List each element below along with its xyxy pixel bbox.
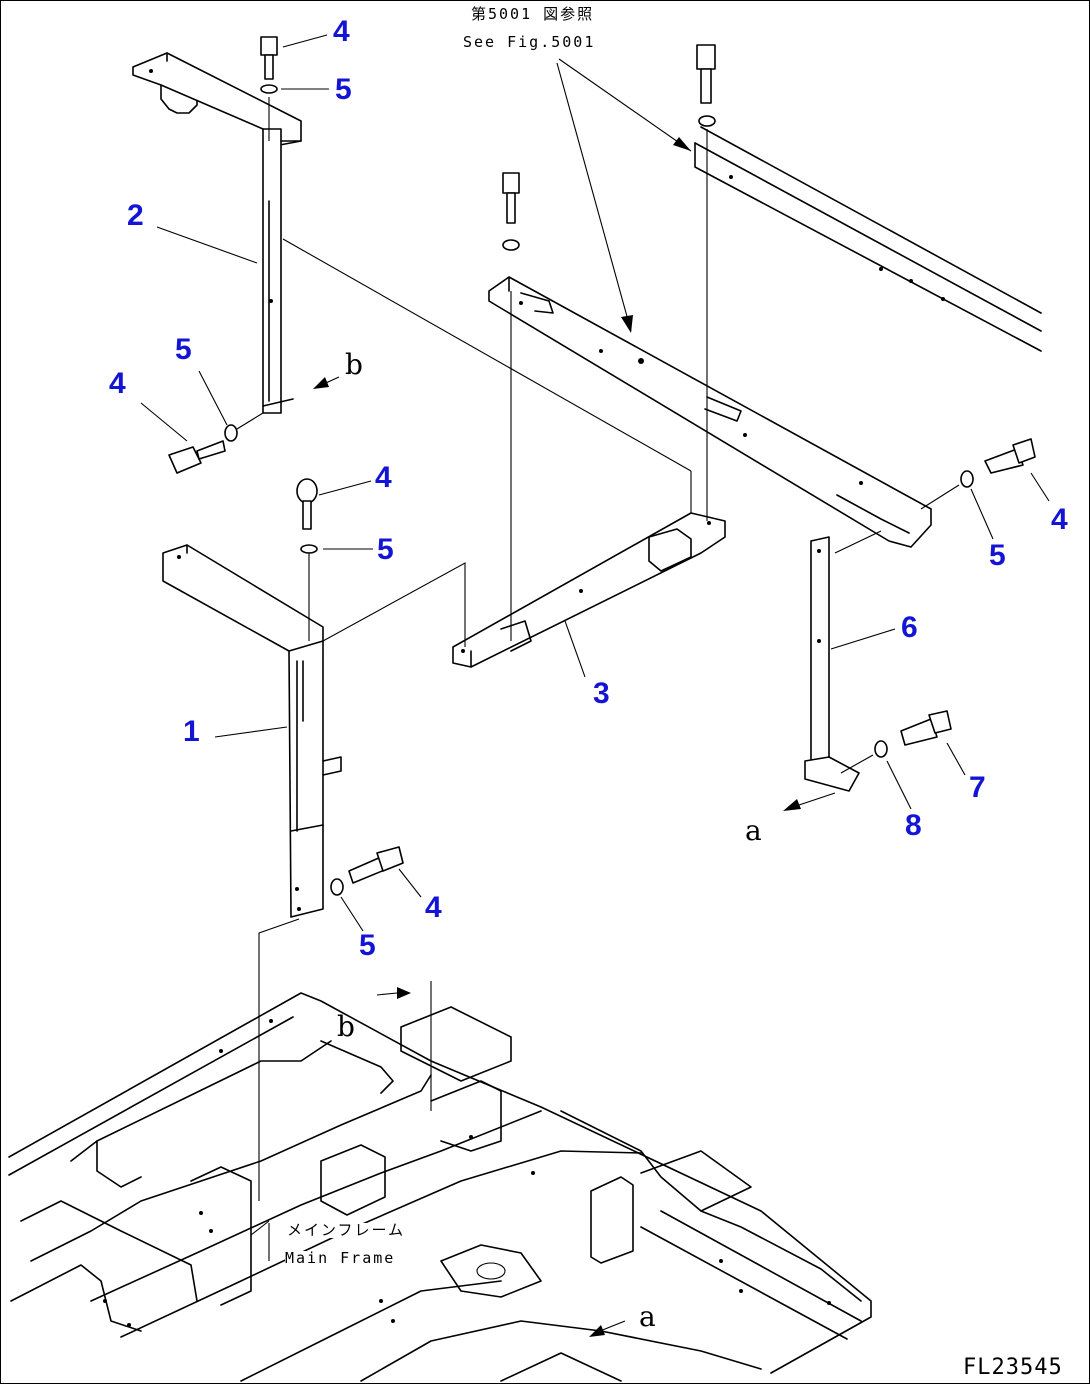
top-right-rail xyxy=(694,126,1042,352)
main-frame-label-en: Main Frame xyxy=(285,1249,396,1267)
figure-id: FL23545 xyxy=(963,1355,1063,1380)
alignment-lines xyxy=(258,238,882,1201)
label-a-upper: a xyxy=(745,814,762,847)
reference-note-en: See Fig.5001 xyxy=(463,33,596,51)
callout-1: 1 xyxy=(183,715,200,748)
leader-lines xyxy=(140,34,1050,932)
callout-7: 7 xyxy=(969,771,986,804)
callout-4-top-left: 4 xyxy=(333,15,350,48)
main-frame-label-jp: メインフレーム xyxy=(287,1221,406,1239)
callout-4-right: 4 xyxy=(1051,503,1068,536)
callout-4-post-side: 4 xyxy=(425,891,442,924)
callout-4-post-top: 4 xyxy=(375,461,392,494)
callout-4-mid-left: 4 xyxy=(109,367,126,400)
callout-2: 2 xyxy=(127,199,144,232)
label-b-lower: b xyxy=(337,1010,355,1043)
callout-6: 6 xyxy=(901,611,918,644)
upper-rail xyxy=(488,276,932,548)
callout-5-post-side: 5 xyxy=(359,929,376,962)
main-frame xyxy=(8,992,872,1382)
part-6-stay xyxy=(804,536,860,792)
fasteners xyxy=(168,36,1036,896)
part-2-bracket xyxy=(132,52,302,414)
part-3-bracket xyxy=(452,512,726,668)
part-1-post xyxy=(162,544,342,918)
callout-3: 3 xyxy=(593,677,610,710)
reference-note-jp: 第5001 図参照 xyxy=(471,5,595,23)
callout-5-mid-left: 5 xyxy=(175,333,192,366)
callout-5-top-left: 5 xyxy=(335,73,352,106)
callout-5-post-top: 5 xyxy=(377,533,394,566)
callout-8: 8 xyxy=(905,809,922,842)
reference-arrows xyxy=(313,58,836,1337)
label-b-upper: b xyxy=(345,348,363,381)
label-a-lower: a xyxy=(639,1300,656,1333)
callout-5-right: 5 xyxy=(989,539,1006,572)
